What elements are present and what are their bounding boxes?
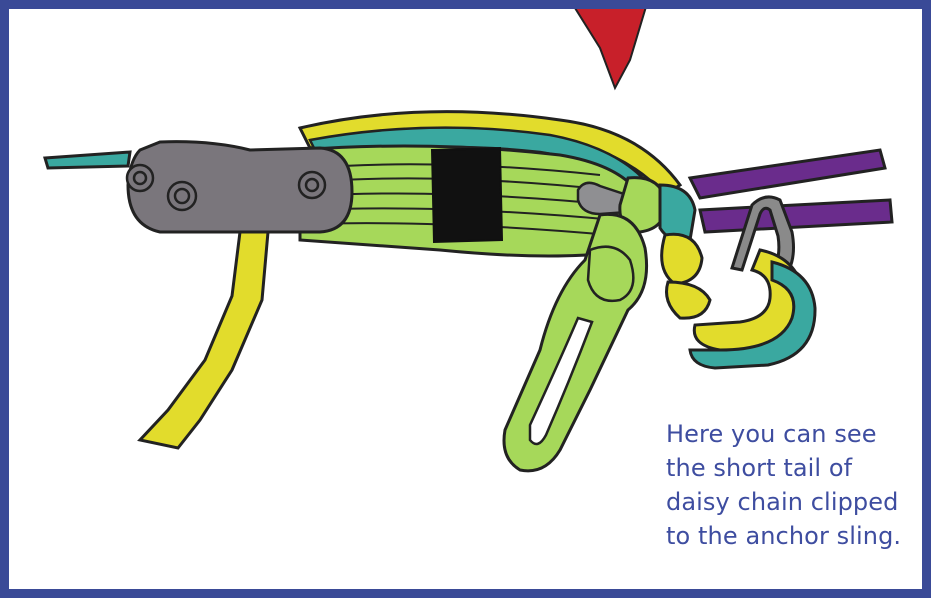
caption-line-3: daisy chain clipped — [666, 485, 926, 519]
caption-line-1: Here you can see — [666, 417, 926, 451]
red-cord-illustration — [570, 0, 648, 88]
caption-line-2: the short tail of — [666, 451, 926, 485]
yellow-strap-hanging — [140, 232, 268, 448]
teal-rope-left — [45, 152, 130, 168]
anchor-sling-lower — [700, 200, 892, 232]
caption: Here you can see the short tail of daisy… — [666, 417, 926, 553]
anchor-sling-illustration — [690, 150, 885, 198]
hook-strap-teal — [690, 262, 815, 368]
caption-line-4: to the anchor sling. — [666, 519, 926, 553]
black-band — [432, 148, 502, 242]
